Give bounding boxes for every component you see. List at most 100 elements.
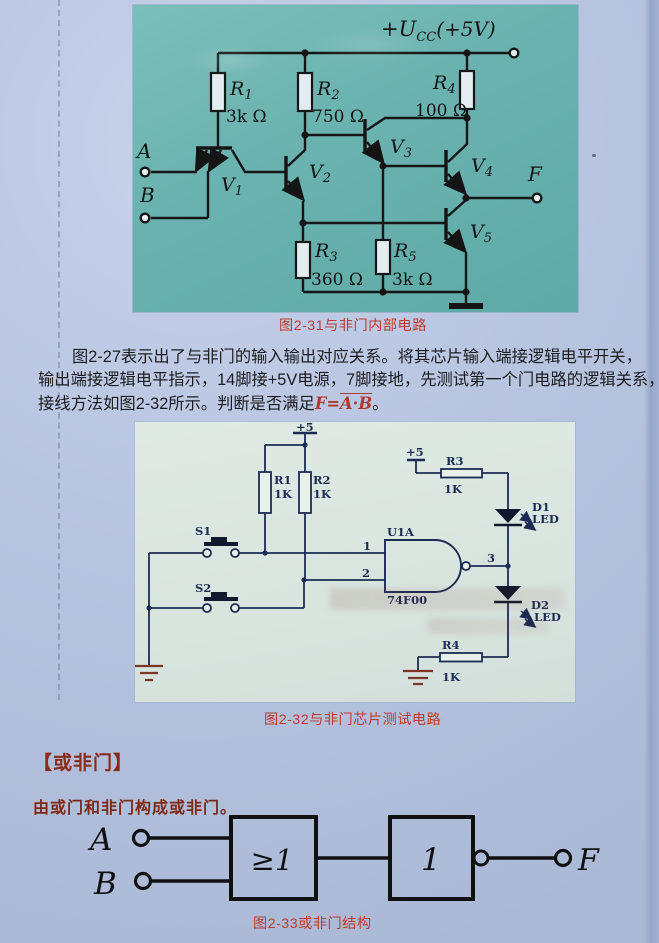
resistor-r2-label: R2 [316,78,340,103]
led-d1 [494,509,537,531]
figure-2-33-caption: 图2-33或非门结构 [253,916,372,932]
resistor-r4 [458,69,476,111]
switch-s2-label: S2 [195,581,211,595]
formula-f-equals-not-ab: F=A·B [315,394,372,413]
led-d2-type: LED [534,610,561,624]
supply-label: +UCC(+5V) [381,17,496,45]
transistor-v5-label: V5 [470,221,492,246]
resistor-bodies [209,69,476,280]
led-d1-type: LED [532,512,559,526]
resistor-r4-label: R4 [432,72,456,97]
figure-2-33-diagram: A B ≥1 1 F [0,800,659,920]
led-d2-label: D2 [531,598,549,612]
pin3-label: 3 [487,551,495,565]
paragraph-line-3: 接线方法如图2-32所示。判断是否满足F=A·B。 [38,392,659,416]
formula-prefix: F= [314,394,341,413]
paragraph-line-3-text: 接线方法如图2-32所示。判断是否满足 [38,395,315,413]
figure-2-31-panel: +UCC(+5V) A B F R1 3k Ω R2 750 Ω R3 360 … [133,5,578,312]
input-b-terminal [139,212,151,224]
plus5-right-label: +5 [406,445,424,459]
page-bleedthrough-ghost-text [428,618,548,634]
or-gate-box [229,815,318,901]
nand-test-schematic: +5 +5 R1 1K R2 1K R3 1K R4 1K S1 S2 U1A … [135,420,561,686]
resistor-r2 [298,471,312,514]
gate-designator-label: U1A [387,525,415,539]
resistor-r3-value: 360 Ω [311,270,363,290]
input-b-label: B [93,866,117,902]
transistor-v4-label: V4 [471,155,493,180]
left-margin-dashed-line [58,0,60,700]
resistor-r5-value: 3k Ω [392,270,433,290]
wires [149,836,556,883]
input-b-terminal [133,871,153,891]
switch-s1-label: S1 [195,524,211,538]
led-d1-label: D1 [532,500,550,514]
transistor-v1 [194,146,232,174]
resistor-r4-value: 100 Ω [415,101,467,121]
wires [151,51,532,304]
not-gate-label: 1 [421,842,441,878]
resistor-r1-label: R1 [229,78,253,103]
paragraph-line-1: 图2-27表示出了与非门的输入输出对应关系。将其芯片输入端接逻辑电平开关， [72,348,642,366]
transistor-v1-label: V1 [221,174,243,199]
input-a-terminal [131,828,151,848]
transistor-v3-label: V3 [390,136,412,161]
junction-dots [146,442,511,611]
inverter-bubble-icon [461,561,471,571]
page-bleedthrough-ghost-text [330,588,565,610]
resistor-r3-label: R3 [314,240,338,265]
section-heading-nor-gate: 【或非门】 [33,753,134,774]
paragraph-line-2: 输出端接逻辑电平指示，14脚接+5V电源，7脚接地，先测试第一个门电路的逻辑关系… [38,371,659,389]
transistor-v2-label: V2 [309,161,331,186]
resistor-r1-label: R1 [274,473,292,487]
paragraph-period: 。 [372,395,389,413]
resistor-r1 [209,71,227,113]
figure-2-32-panel: +5 +5 R1 1K R2 1K R3 1K R4 1K S1 S2 U1A … [135,420,575,702]
ground-symbol-left [135,664,163,682]
or-gate-label: ≥1 [251,843,294,877]
ground-symbol-right [403,669,433,686]
input-a-label: A [135,139,151,163]
resistor-r2-label: R2 [313,473,331,487]
input-b-label: B [139,183,155,207]
transistor-v4 [443,150,468,196]
input-a-terminal [139,166,151,178]
resistor-r3 [294,240,312,280]
nand-internal-schematic: +UCC(+5V) A B F R1 3k Ω R2 750 Ω R3 360 … [135,17,543,309]
resistor-r4-label: R4 [442,638,460,652]
output-f-terminal [531,192,543,204]
nand-gate-u1a [384,539,471,593]
body-paragraph: 图2-27表示出了与非门的输入输出对应关系。将其芯片输入端接逻辑电平开关， 输出… [38,346,659,416]
input-a-label: A [87,822,112,858]
switch-s2 [202,592,240,613]
transistor-v2 [281,156,306,202]
resistor-r5-label: R5 [393,240,417,265]
resistor-r4 [439,652,483,663]
resistor-r2 [296,71,314,113]
resistor-r3-value: 1K [444,482,463,496]
transistor-v3 [361,119,385,165]
supply-terminal [508,47,520,59]
resistor-r1 [258,471,272,514]
formula-overline-ab: A·B [340,394,373,413]
paper-speck [592,154,596,157]
output-f-label: F [577,843,600,878]
resistor-r4-value: 1K [442,670,461,684]
resistor-r3 [440,468,483,479]
junction-dots [299,49,471,296]
output-f-label: F [527,162,543,186]
plus5-left-label: +5 [296,422,314,434]
page-bleedthrough-ghost [150,10,450,100]
figure-2-32-caption: 图2-32与非门芯片测试电路 [264,712,442,728]
led-d2 [494,586,537,628]
transistor-v5 [443,208,468,254]
nor-structure-schematic: A B ≥1 1 F [87,815,600,902]
page-right-edge-shadow [644,0,659,943]
inverter-bubble-icon [472,849,490,867]
switch-s1 [202,537,240,558]
resistor-r3-label: R3 [446,454,464,468]
terminals [139,47,543,224]
figure-2-31-caption: 图2-31与非门内部电路 [279,318,427,334]
resistor-r2-value: 1K [313,487,332,501]
